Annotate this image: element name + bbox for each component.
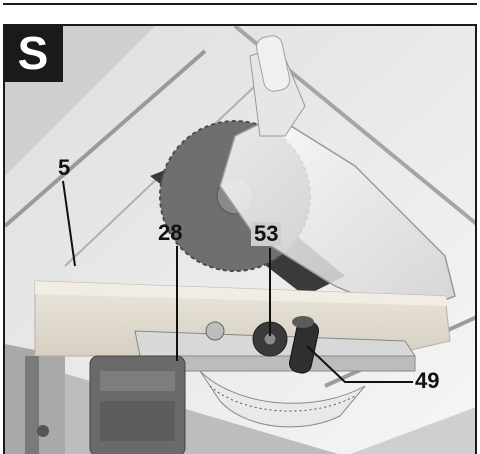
figure-badge: S: [3, 24, 63, 82]
table-saw-illustration: [5, 26, 475, 454]
callout-49: 49: [415, 368, 440, 393]
illustration-frame: [3, 24, 477, 454]
table-leg: [25, 356, 39, 454]
dust-port: [256, 35, 291, 92]
leader-49: [306, 345, 413, 383]
clamp-knob: [205, 321, 225, 341]
callout-5: 5: [58, 155, 71, 180]
wood-top-face: [35, 281, 450, 306]
left-slot: [5, 49, 207, 228]
top-rule: [3, 3, 477, 5]
leader-5: [62, 180, 76, 267]
miter-gauge: [199, 370, 366, 428]
callout-28: 28: [158, 220, 183, 245]
callout-53: 53: [251, 222, 282, 246]
leg-screw: [37, 425, 49, 437]
